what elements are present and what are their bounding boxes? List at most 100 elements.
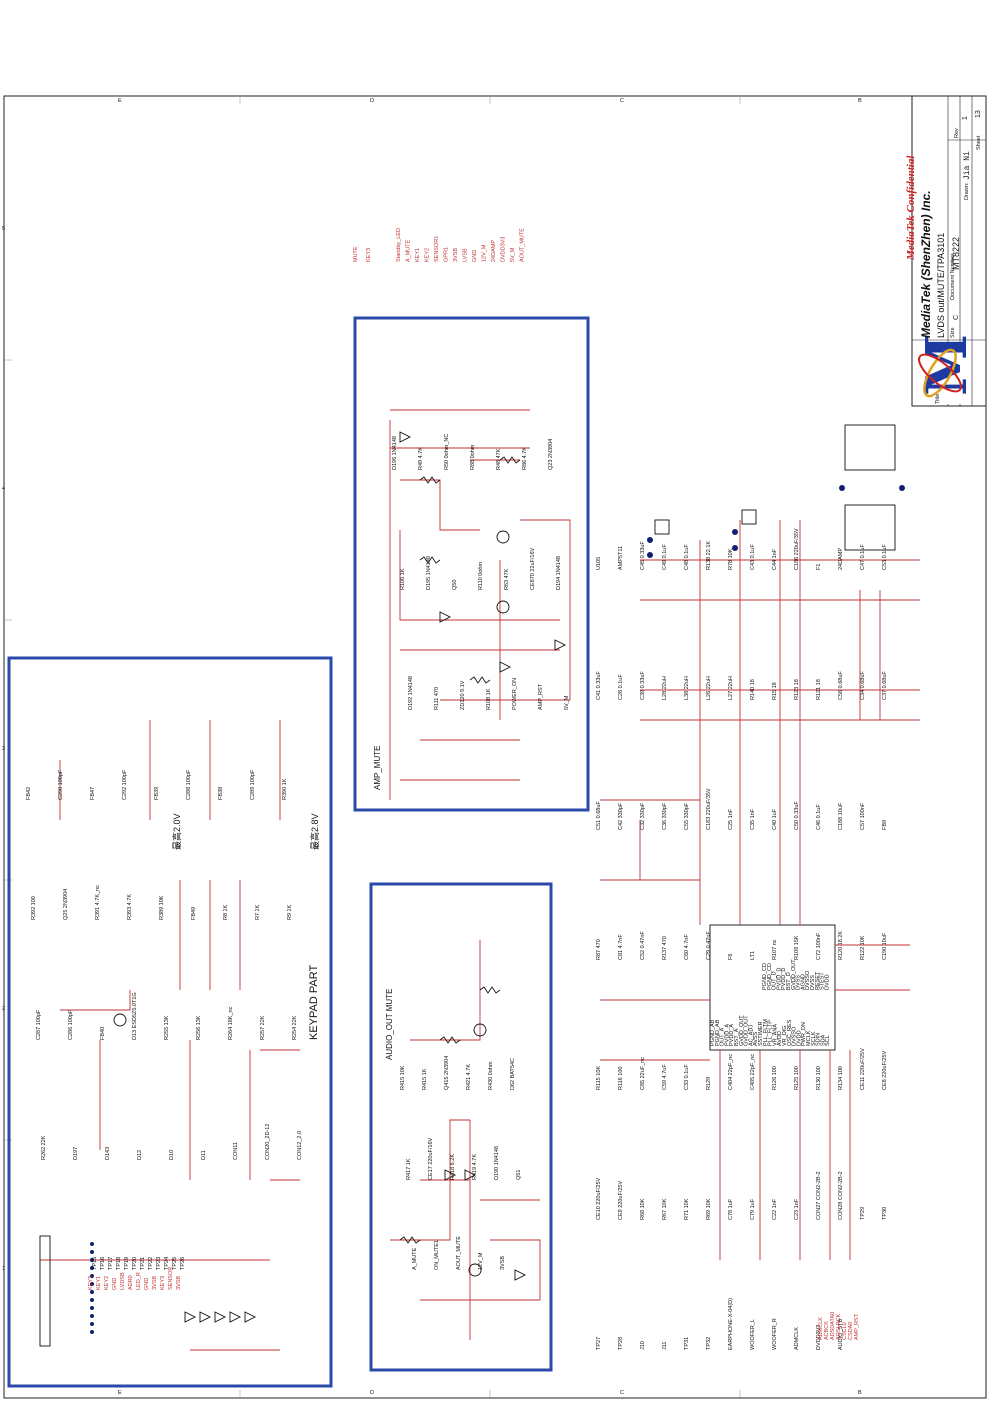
part-label: R255 13K [164,1015,170,1040]
offpage-label: KEY2 [425,248,431,262]
amp-mute-section-box [353,316,590,812]
part-label: CE9 220uF/25V [618,1181,624,1220]
offpage-label: SENSOR1 [434,236,440,262]
pin-label: PVDD_D [781,968,787,990]
part-label: C48 0.1uF [684,544,690,570]
test-point-signal: SENSOR [168,1267,174,1290]
part-label: R125 100 [794,1066,800,1090]
svg-text:D: D [370,1390,374,1396]
part-label: C183 220uF/35V [706,788,712,830]
sheet-title: LVDS out/MUTE/TPA3101 [936,233,946,338]
part-label: R262 22K [41,1135,47,1160]
part-label: R68 10K [640,1198,646,1220]
test-point-signal: KEY2 [104,1276,110,1290]
test-point-label: TP15 [92,1257,98,1270]
pin-label: SCL [825,1035,831,1046]
offpage-label: GND [472,250,478,262]
pin-label: BST_A [734,1028,740,1046]
part-label: D10 [169,1150,175,1160]
part-label: C57 100nF [860,802,866,830]
title-label: Title [935,394,941,404]
offpage-label: KEY1 [415,248,421,262]
part-label: C22 1nF [772,1198,778,1220]
drawn-label: Drawn: [964,182,970,200]
part-label: R48 47K [496,448,502,470]
part-label: TP28 [618,1337,624,1350]
pin-label: OUT_D [772,971,778,990]
part-label: WOOFER_R [772,1318,778,1350]
part-label: C78 1uF [728,1198,734,1220]
part-label: FB42 [26,787,32,800]
amp-mute-circuit [389,409,571,800]
part-label: R115 10K [596,1066,602,1090]
part-label: U105 [596,557,602,570]
part-label: TP32 [706,1337,712,1350]
pin-label: PWR_DN [801,1022,807,1046]
part-label: AUDIO_STB [838,1318,844,1350]
part-label: TP27 [596,1337,602,1350]
pin-label: SDA [820,1034,826,1046]
part-label: C43 0.1uF [750,544,756,570]
pin-label: SSTIMER [758,1022,764,1046]
test-point-label: TP22 [148,1257,154,1270]
test-point-signal: KEY1 [96,1276,102,1290]
part-label: C81 4.7nF [618,934,624,960]
offpage-label: 3VSB [453,248,459,262]
rev-value: 1 [962,116,969,120]
part-label: R390 1K [282,778,288,800]
part-label: FB38 [218,787,224,800]
part-label: FB39 [154,787,160,800]
pin-label: DVSSO [805,970,811,990]
part-label: C56 0.68uF [838,671,844,700]
part-label: R9 1K [287,904,293,920]
audio-out-mute-section-title: AUDIO_OUT MUTE [385,989,394,1060]
part-label: R421 4.7K [466,1064,472,1090]
pin-label: DVDD [824,974,830,990]
pin-label: PGND_AB [715,1019,721,1046]
part-label: R126 100 [772,1066,778,1090]
part-label: C47 0.1uF [860,544,866,570]
part-label: R7 1K [255,904,261,920]
part-label: R122 10K [860,935,866,960]
pin-label: SCLK [811,1031,817,1046]
part-label: AMP_RST [538,683,544,710]
offpage-label: Standby_LED [396,228,402,262]
part-label: R130 100 [816,1066,822,1090]
part-label: R116 100 [618,1067,624,1090]
part-label: C44 1nF [772,548,778,570]
test-point-label: TP16 [100,1257,106,1270]
part-label: EARPHONE-X-04(D) [728,1298,734,1350]
part-label: R50 0ohm_NC [444,434,450,470]
part-label: D197 [73,1147,79,1160]
part-label: C41 0.33uF [596,671,602,700]
part-label: L27 22uH [728,676,734,700]
part-label: R63 47K [504,568,510,590]
pin-label: PLL_FLTP [768,1020,774,1046]
part-label: CE10 220uF/25V [596,1177,602,1220]
part-label: TP31 [684,1337,690,1350]
svg-text:C: C [620,1390,624,1396]
part-label: D190 1N4148 [494,1146,500,1180]
part-label: C25 1nF [728,808,734,830]
rev-label: Rev [954,128,960,138]
doc-number-label: Document Number [950,254,956,300]
doc-number: MT8222 [951,237,961,270]
part-label: C404 22pF_nc [728,1054,734,1090]
part-label: R264 18K_nc [228,1006,234,1040]
part-label: J11 [662,1342,668,1350]
part-label: ZD120 9.1V [460,680,466,710]
part-label: WOOFER_L [750,1319,756,1350]
part-label: R110 0ohm [478,562,484,590]
part-label: R417 1K [406,1158,412,1180]
part-label: CON12_2.0 [297,1131,303,1160]
part-label: J10 [640,1341,646,1350]
part-label: R415 10K [400,1065,406,1090]
part-label: A_MUTE [412,1247,418,1270]
part-label: R257 22K [260,1015,266,1040]
part-label: C39 0.33uF [640,671,646,700]
part-label: CE870 22uF/16V [530,547,536,590]
